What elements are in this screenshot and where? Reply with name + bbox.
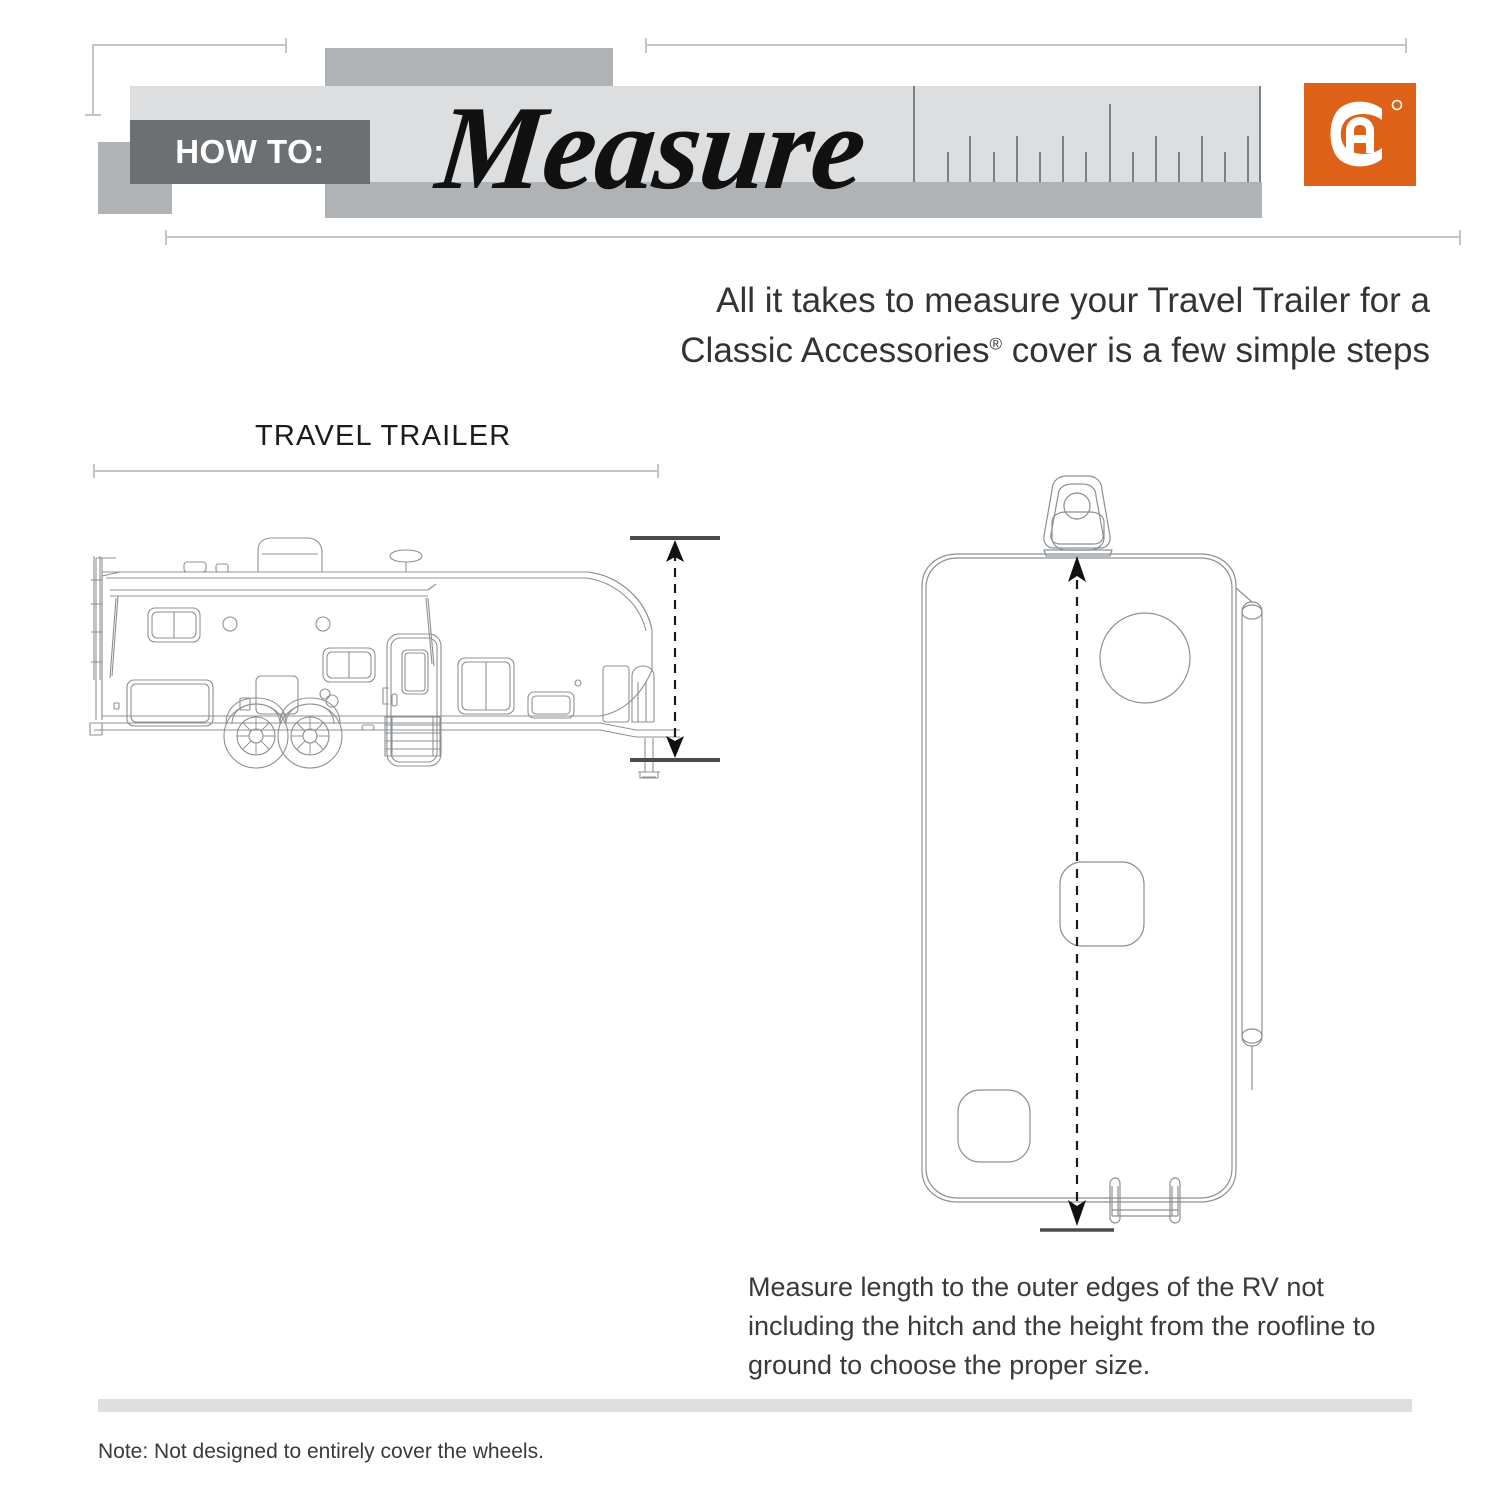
bracket-topright-horizontal	[645, 44, 1407, 46]
ruler-tick-8	[1109, 104, 1111, 182]
travel-trailer-side-view	[80, 480, 720, 785]
ruler-tick-14	[1247, 136, 1249, 182]
travel-trailer-top-view	[900, 470, 1340, 1255]
ruler-tick-1	[947, 152, 949, 182]
ruler-tick-4	[1016, 136, 1018, 182]
ruler-ticks	[913, 86, 1261, 182]
caption-line-3: ground to choose the proper size.	[748, 1350, 1151, 1381]
ruler-tick-0	[913, 86, 915, 182]
section-rule	[93, 470, 659, 472]
bracket-bottom-right-cap	[1459, 230, 1461, 245]
subtitle: All it takes to measure your Travel Trai…	[430, 276, 1430, 375]
bracket-left-vertical	[92, 44, 94, 116]
bracket-topright-right-cap	[1405, 38, 1407, 53]
bracket-left-bottom-cap	[85, 114, 101, 116]
caption-line-1: Measure length to the outer edges of the…	[748, 1272, 1324, 1302]
footer-note: Note: Not designed to entirely cover the…	[98, 1440, 544, 1463]
ruler-tick-10	[1155, 136, 1157, 182]
section-rule-right-cap	[657, 464, 659, 478]
subtitle-line-1: All it takes to measure your Travel Trai…	[716, 281, 1430, 320]
subtitle-brand: Classic Accessories	[680, 330, 990, 370]
ruler-tick-2	[969, 136, 971, 182]
bracket-bottom-left-cap	[165, 230, 167, 245]
bracket-top-horizontal	[92, 44, 287, 46]
ruler-tick-7	[1085, 152, 1087, 182]
ruler-tick-3	[993, 152, 995, 182]
ruler-tick-12	[1201, 136, 1203, 182]
footer-divider	[98, 1399, 1412, 1412]
ruler-tick-11	[1178, 152, 1180, 182]
header-block-top-center	[325, 48, 613, 88]
ruler-tick-9	[1132, 152, 1134, 182]
header-band-mid	[325, 182, 1262, 218]
how-to-label: HOW TO:	[175, 133, 325, 170]
bracket-topright-left-cap	[645, 38, 647, 53]
page-title: Measure	[431, 81, 872, 214]
registered-mark: ®	[989, 334, 1003, 354]
measurement-caption: Measure length to the outer edges of the…	[748, 1268, 1408, 1385]
brand-logo	[1304, 83, 1416, 186]
how-to-badge: HOW TO:	[130, 120, 370, 184]
subtitle-line-2: Classic Accessories® cover is a few simp…	[430, 326, 1430, 376]
section-rule-left-cap	[93, 464, 95, 478]
section-title: TRAVEL TRAILER	[255, 420, 512, 452]
classic-accessories-monogram-icon	[1330, 99, 1403, 167]
ruler-tick-13	[1224, 152, 1226, 182]
caption-line-2: including the hitch and the height from …	[748, 1311, 1376, 1342]
ruler-tick-5	[1039, 152, 1041, 182]
header: HOW TO: Measure	[0, 0, 1500, 260]
bracket-bottom-horizontal	[165, 236, 1461, 238]
subtitle-line-2-tail: cover is a few simple steps	[1002, 330, 1430, 370]
ruler-tick-15	[1259, 86, 1261, 182]
bracket-top-right-cap	[285, 38, 287, 53]
ruler-tick-6	[1062, 136, 1064, 182]
length-dimension-arrow	[1040, 556, 1114, 1232]
height-dimension-arrow	[630, 536, 720, 762]
